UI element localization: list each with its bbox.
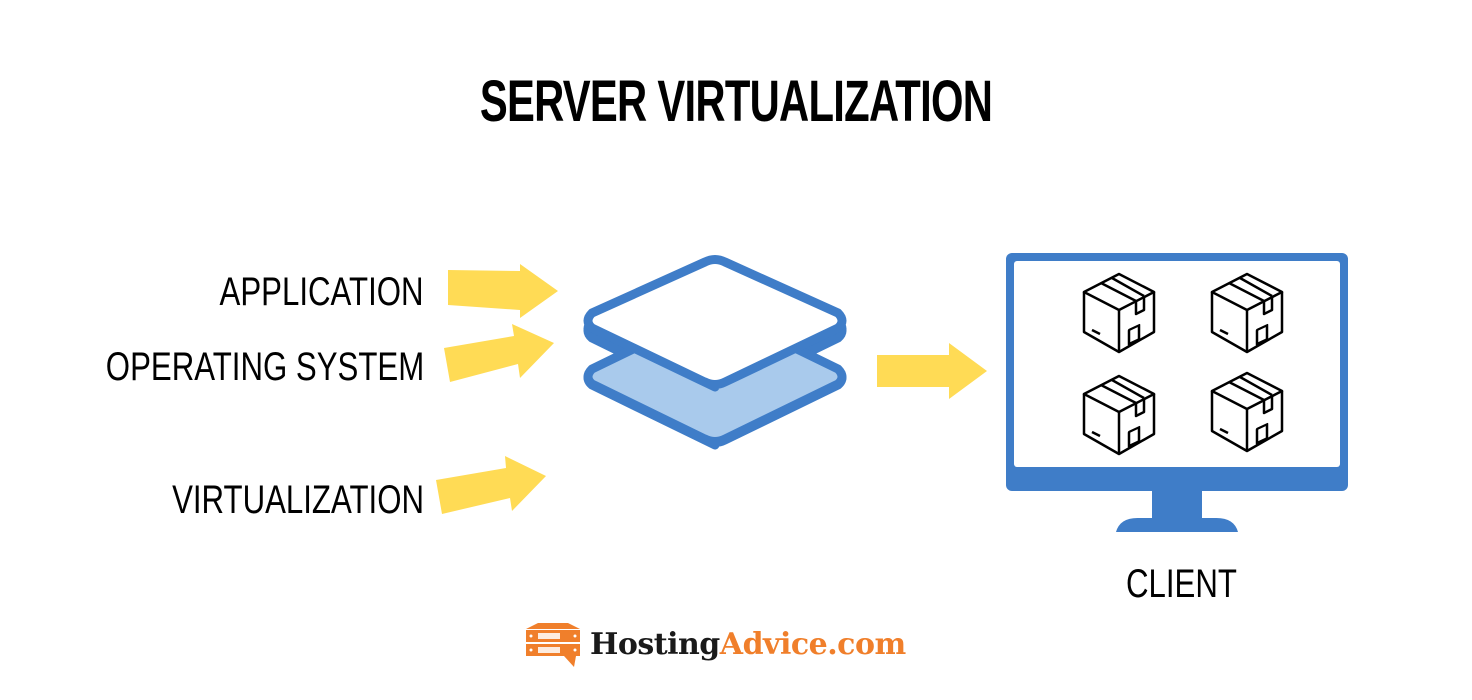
monitor-icon — [1006, 253, 1348, 532]
diagram-title: SERVER VIRTUALIZATION — [479, 69, 993, 134]
yellow-arrow-icon — [448, 264, 558, 318]
yellow-arrow-icon — [444, 324, 554, 382]
label-operating-system: OPERATING SYSTEM — [105, 345, 424, 389]
logo-text-advice: Advice.com — [719, 626, 906, 662]
hostingadvice-logo[interactable]: HostingAdvice.com — [524, 619, 906, 669]
client-label: CLIENT — [1126, 562, 1237, 606]
yellow-arrow-icon — [877, 343, 987, 399]
logo-text-hosting: Hosting — [590, 626, 720, 662]
label-virtualization: VIRTUALIZATION — [172, 478, 424, 522]
label-application: APPLICATION — [219, 270, 424, 314]
server-chat-icon — [526, 623, 580, 667]
layers-stack-icon — [583, 255, 847, 450]
yellow-arrow-icon — [436, 456, 546, 514]
